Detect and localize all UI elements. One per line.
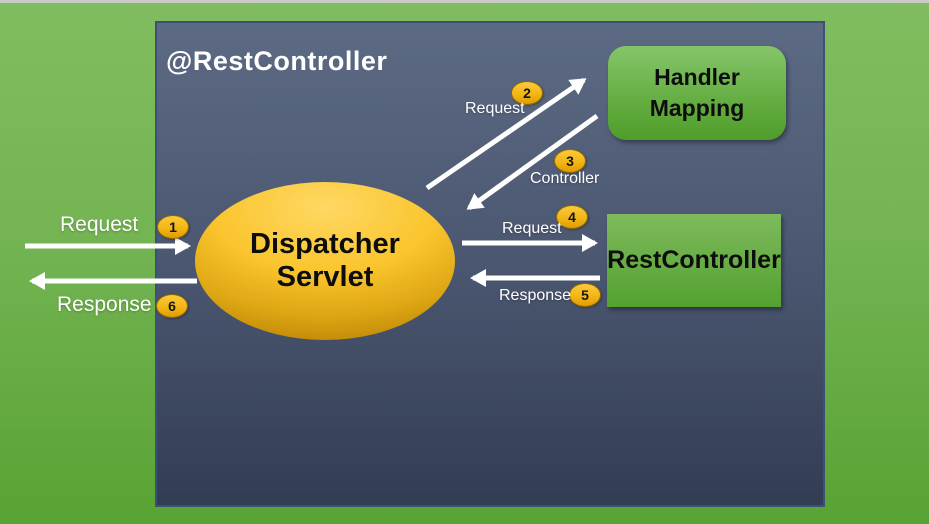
dispatcher-servlet-label-line2: Servlet xyxy=(276,261,374,293)
handler-mapping-label-line1: Handler xyxy=(654,64,740,90)
handler-mapping-label-line2: Mapping xyxy=(649,95,745,121)
dispatcher-servlet-node: Dispatcher Servlet xyxy=(195,182,455,340)
step-4-label: Request xyxy=(502,220,562,237)
window-top-edge xyxy=(0,0,929,3)
dispatcher-servlet-label-line1: Dispatcher xyxy=(250,228,400,260)
rest-controller-node: RestController xyxy=(607,214,781,307)
step-3-badge: 3 xyxy=(554,149,586,173)
panel-title: @RestController xyxy=(166,46,388,76)
step-4-badge: 4 xyxy=(556,205,588,229)
step-2-label: Request xyxy=(465,100,525,117)
rest-controller-label: RestController xyxy=(607,246,781,274)
step-5-label: Response xyxy=(499,287,572,304)
step-2-badge: 2 xyxy=(511,81,543,105)
step-6-badge: 6 xyxy=(156,294,188,318)
step-1-label: Request xyxy=(60,213,139,236)
step-3-label: Controller xyxy=(530,170,600,187)
step-6-label: Response xyxy=(57,293,152,316)
step-5-badge: 5 xyxy=(569,283,601,307)
handler-mapping-node: Handler Mapping xyxy=(608,46,786,140)
step-1-badge: 1 xyxy=(157,215,189,239)
